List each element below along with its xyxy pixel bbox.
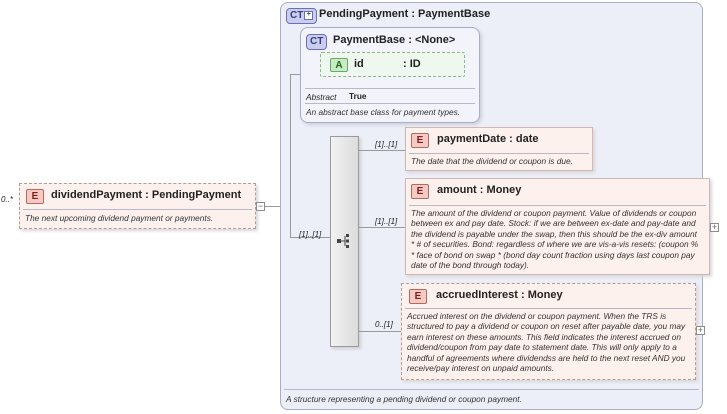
element-box-accruedInterest[interactable]: E accruedInterest : Money Accrued intere… xyxy=(401,283,696,380)
element-type: date xyxy=(515,133,539,145)
root-type: PendingPayment xyxy=(151,189,242,201)
collapse-toggle[interactable]: − xyxy=(256,201,265,211)
expand-toggle[interactable]: + xyxy=(696,325,705,335)
element-type: Money xyxy=(486,184,522,196)
connector xyxy=(290,74,301,75)
root-name: dividendPayment xyxy=(51,189,143,201)
root-cardinality: 0..* xyxy=(1,195,14,204)
element-badge: E xyxy=(26,189,44,204)
element-title: paymentDate : date xyxy=(437,133,539,145)
connector xyxy=(359,331,401,332)
root-element-box[interactable]: E dividendPayment : PendingPayment The n… xyxy=(19,183,256,229)
element-cardinality: 0..[1] xyxy=(375,320,393,329)
root-element-title: dividendPayment : PendingPayment xyxy=(51,189,241,201)
separator xyxy=(305,103,475,104)
base-name: PaymentBase xyxy=(333,34,406,46)
element-cardinality: [1]..[1] xyxy=(375,140,398,149)
attr-type: ID xyxy=(409,58,421,70)
type-separator: : xyxy=(408,34,412,46)
expand-icon: + xyxy=(304,10,314,20)
separator xyxy=(305,88,475,89)
element-name: accruedInterest xyxy=(436,289,518,301)
attribute-badge: A xyxy=(330,58,348,72)
element-title: accruedInterest : Money xyxy=(436,289,563,301)
base-type-doc: An abstract base class for payment types… xyxy=(306,107,461,117)
ct-badge-text: CT xyxy=(290,10,304,21)
type-separator: : xyxy=(479,184,484,196)
sequence-icon xyxy=(337,234,349,248)
element-doc: Accrued interest on the dividend or coup… xyxy=(407,311,686,374)
type-separator: : xyxy=(145,189,149,201)
attribute-type: : ID xyxy=(403,58,421,70)
ct-base: PaymentBase xyxy=(418,8,491,20)
expand-toggle[interactable]: + xyxy=(710,222,719,232)
complex-type-badge: CT+ xyxy=(286,8,318,24)
type-separator: : xyxy=(521,289,525,301)
element-name: paymentDate xyxy=(437,133,507,145)
connector xyxy=(359,227,405,228)
type-separator: : xyxy=(509,133,513,145)
abstract-value: True xyxy=(349,91,367,101)
element-badge: E xyxy=(411,184,429,199)
ct-name: PendingPayment xyxy=(319,8,409,20)
attribute-name: id xyxy=(354,58,364,70)
base-type-box[interactable]: CT PaymentBase : <None> A id : ID Abstra… xyxy=(300,27,480,123)
separator xyxy=(284,389,699,390)
element-doc: The date that the dividend or coupon is … xyxy=(411,156,573,166)
base-type-badge: CT xyxy=(306,34,328,50)
element-badge: E xyxy=(411,133,429,148)
element-box-paymentDate[interactable]: E paymentDate : date The date that the d… xyxy=(405,127,593,171)
base-type-title: PaymentBase : <None> xyxy=(333,34,455,46)
element-doc: The amount of the dividend or coupon pay… xyxy=(411,208,699,271)
element-box-amount[interactable]: E amount : Money The amount of the divid… xyxy=(405,178,710,275)
complex-type-title: PendingPayment : PaymentBase xyxy=(319,8,490,20)
root-doc: The next upcoming dividend payment or pa… xyxy=(25,213,214,223)
separator xyxy=(409,153,589,154)
attribute-box[interactable]: A id : ID xyxy=(320,52,465,77)
element-badge: E xyxy=(409,289,427,304)
type-separator: : xyxy=(411,8,415,20)
element-title: amount : Money xyxy=(437,184,521,196)
sequence-compositor[interactable] xyxy=(330,136,359,347)
separator xyxy=(23,209,252,210)
connector xyxy=(359,150,405,151)
sequence-cardinality: [1]..[1] xyxy=(299,230,322,239)
connector xyxy=(290,74,291,237)
separator xyxy=(405,308,692,309)
element-cardinality: [1]..[1] xyxy=(375,217,398,226)
abstract-label: Abstract xyxy=(306,92,337,102)
base-base: <None> xyxy=(414,34,456,46)
separator xyxy=(409,205,706,206)
element-name: amount xyxy=(437,184,477,196)
connector xyxy=(290,237,331,238)
type-separator: : xyxy=(403,58,407,70)
connector xyxy=(265,206,290,207)
element-type: Money xyxy=(527,289,563,301)
complex-type-doc: A structure representing a pending divid… xyxy=(286,394,522,404)
